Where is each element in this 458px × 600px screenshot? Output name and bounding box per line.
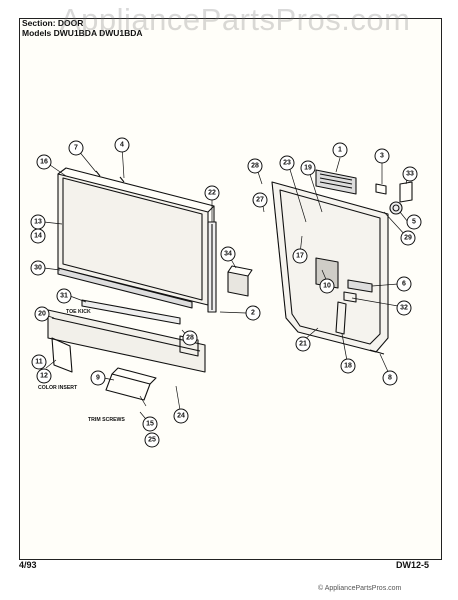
callout-5: 5 bbox=[412, 219, 416, 226]
footer-date: 4/93 bbox=[19, 560, 37, 570]
callout-29: 29 bbox=[404, 235, 412, 242]
callout-circle bbox=[382, 370, 398, 386]
model-line: Models DWU1BDA DWU1BDA bbox=[22, 28, 143, 38]
callout-circle bbox=[374, 148, 390, 164]
bottom-trim-strip bbox=[57, 267, 193, 309]
hinge-bracket bbox=[335, 301, 347, 335]
door-switch bbox=[343, 291, 357, 303]
callout-circle bbox=[400, 230, 416, 246]
callout-circle bbox=[396, 276, 412, 292]
callout-4: 4 bbox=[120, 142, 124, 149]
callout-circle bbox=[245, 305, 261, 321]
callout-circle bbox=[220, 246, 236, 262]
callout-circle bbox=[144, 432, 160, 448]
callout-20: 20 bbox=[38, 311, 46, 318]
callout-23: 23 bbox=[283, 160, 291, 167]
callout-circle bbox=[204, 185, 220, 201]
callout-circle bbox=[332, 142, 348, 158]
callout-2: 2 bbox=[251, 310, 255, 317]
callout-circle bbox=[182, 330, 198, 346]
callout-15: 15 bbox=[146, 421, 154, 428]
switch-block bbox=[347, 279, 373, 293]
callout-16: 16 bbox=[40, 159, 48, 166]
callout-3: 3 bbox=[380, 153, 384, 160]
detergent-dispenser bbox=[315, 169, 357, 195]
callout-22: 22 bbox=[208, 190, 216, 197]
callout-circle bbox=[56, 288, 72, 304]
callout-8: 8 bbox=[388, 375, 392, 382]
callout-circle bbox=[319, 278, 335, 294]
callout-32: 32 bbox=[400, 305, 408, 312]
callout-1: 1 bbox=[338, 147, 342, 154]
callout-circle bbox=[36, 368, 52, 384]
footer-page-code: DW12-5 bbox=[396, 560, 430, 570]
callout-31: 31 bbox=[60, 293, 68, 300]
callout-circle bbox=[36, 154, 52, 170]
timer-module bbox=[315, 257, 339, 289]
latch-handle bbox=[399, 181, 413, 203]
callout-circle bbox=[252, 192, 268, 208]
callout-circle bbox=[406, 214, 422, 230]
color-insert bbox=[51, 337, 73, 373]
callout-14: 14 bbox=[34, 233, 42, 240]
callout-circle bbox=[300, 160, 316, 176]
callout-circle bbox=[30, 260, 46, 276]
callout-12: 12 bbox=[40, 373, 48, 380]
callout-28-lower: 28 bbox=[186, 335, 194, 342]
callout-33: 33 bbox=[406, 171, 414, 178]
callout-30: 30 bbox=[34, 265, 42, 272]
leader-lines bbox=[43, 145, 409, 425]
bracket bbox=[105, 367, 157, 401]
note-toe-kick: TOE KICK bbox=[66, 309, 91, 315]
callout-circle bbox=[396, 300, 412, 316]
callout-9: 9 bbox=[96, 375, 100, 382]
callout-28-upper: 28 bbox=[251, 163, 259, 170]
callout-circle bbox=[31, 354, 47, 370]
note-trim-screws: TRIM SCREWS bbox=[88, 417, 125, 423]
knob bbox=[375, 183, 387, 195]
outer-door-panel bbox=[57, 167, 215, 306]
callout-7: 7 bbox=[74, 145, 78, 152]
callout-group: 16 7 4 13 14 30 31 20 11 12 9 25 15 24 2… bbox=[30, 137, 422, 448]
callout-circle bbox=[114, 137, 130, 153]
toe-kick bbox=[81, 299, 181, 325]
callout-circle bbox=[292, 248, 308, 264]
callout-circle bbox=[247, 158, 263, 174]
copyright-notice: © AppliancePartsPros.com bbox=[318, 585, 402, 592]
callout-25: 25 bbox=[148, 437, 156, 444]
callout-13: 13 bbox=[34, 219, 42, 226]
callout-circle bbox=[340, 358, 356, 374]
access-panel bbox=[47, 309, 206, 373]
callout-circle bbox=[34, 306, 50, 322]
callout-circle bbox=[90, 370, 106, 386]
callout-circle bbox=[173, 408, 189, 424]
callout-24: 24 bbox=[177, 413, 185, 420]
callout-19: 19 bbox=[304, 165, 312, 172]
callout-circle bbox=[295, 336, 311, 352]
callout-21: 21 bbox=[299, 341, 307, 348]
side-trim-strip bbox=[207, 221, 217, 313]
callout-circle bbox=[142, 416, 158, 432]
callout-circle bbox=[279, 155, 295, 171]
callout-18: 18 bbox=[344, 363, 352, 370]
shield-bracket bbox=[227, 265, 253, 297]
callout-circle bbox=[68, 140, 84, 156]
callout-10: 10 bbox=[323, 283, 331, 290]
callout-34: 34 bbox=[224, 251, 232, 258]
callout-11: 11 bbox=[35, 359, 43, 366]
callout-17: 17 bbox=[296, 253, 304, 260]
callout-circle bbox=[402, 166, 418, 182]
note-color-insert: COLOR INSERT bbox=[38, 385, 78, 391]
gasket-strip bbox=[369, 349, 385, 355]
callout-6: 6 bbox=[402, 281, 406, 288]
section-title: Section: DOOR bbox=[22, 18, 84, 28]
callout-27: 27 bbox=[256, 197, 264, 204]
callout-circle bbox=[30, 228, 46, 244]
rinse-aid-dispenser bbox=[389, 201, 403, 215]
